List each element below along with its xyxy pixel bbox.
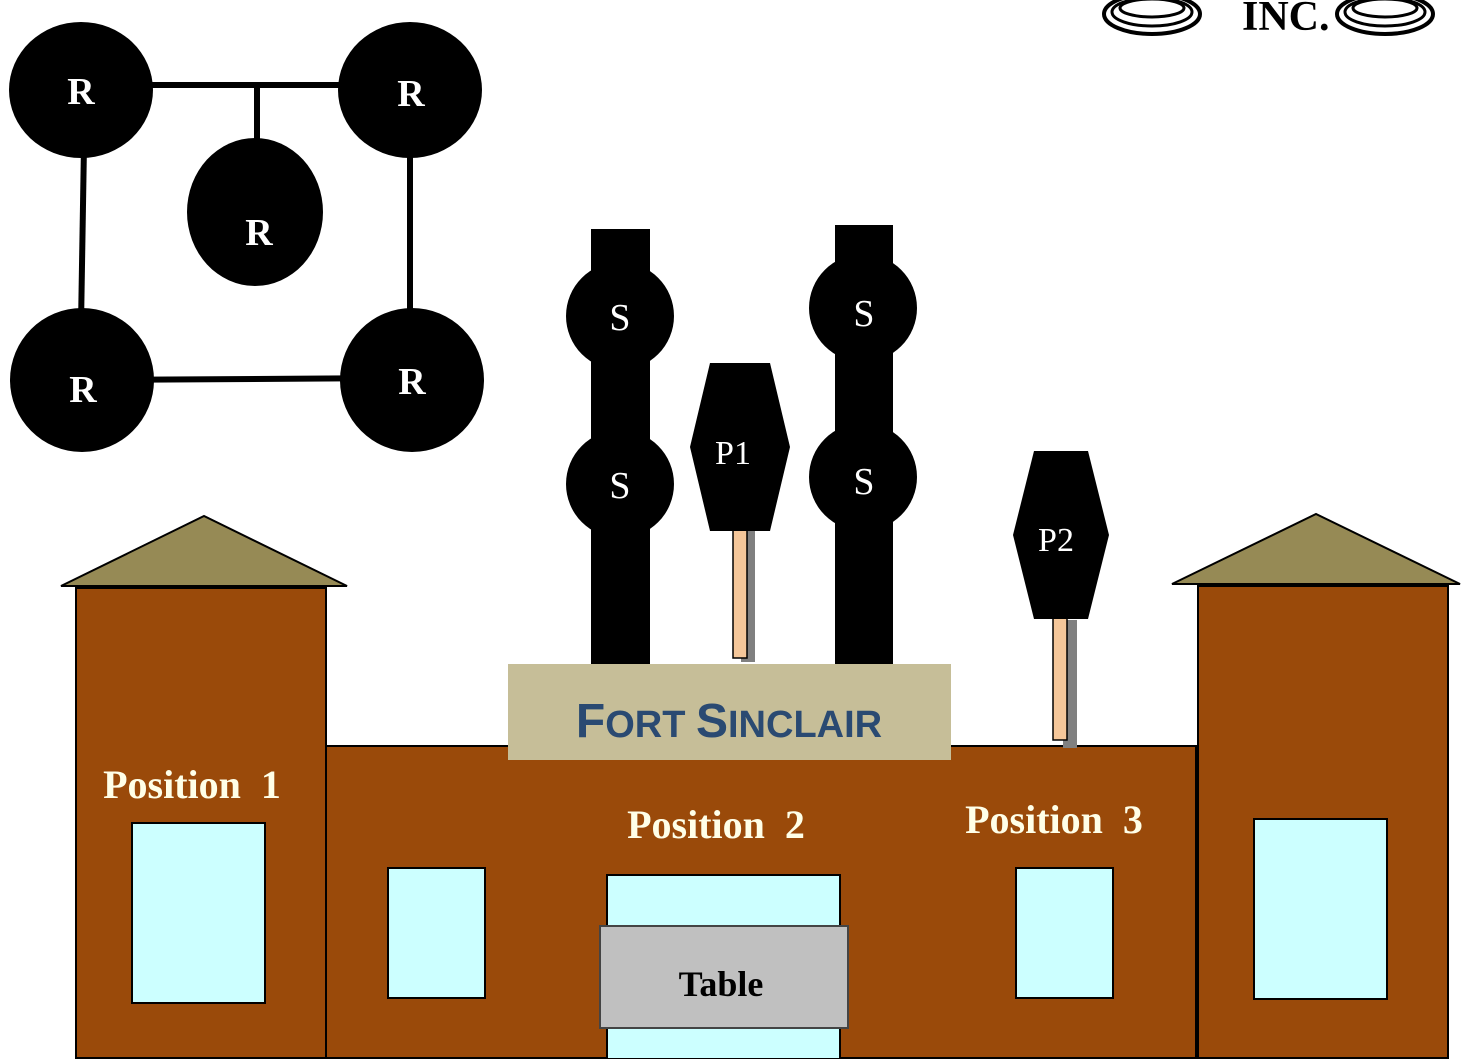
- r-node-bottom-left: [10, 308, 154, 452]
- position-1-label: Position 1: [103, 762, 281, 807]
- p2-post: P2: [1013, 451, 1109, 748]
- r-node-top-right: [338, 22, 482, 158]
- window: [131, 822, 266, 1004]
- pole: [1052, 614, 1068, 741]
- table: Table: [599, 925, 849, 1029]
- window: [1015, 867, 1114, 999]
- r-node-label: R: [397, 73, 425, 115]
- right-tower-roof: [1171, 512, 1461, 585]
- window: [387, 867, 486, 999]
- position-3-label: Position 3: [965, 797, 1143, 842]
- r-node-label: R: [67, 71, 95, 113]
- r-node-label: R: [69, 369, 97, 411]
- r-node-center: [187, 138, 323, 286]
- right-tower: [1171, 512, 1461, 1059]
- s-node-label: S: [609, 465, 630, 507]
- s-node: [809, 254, 917, 362]
- s-node: [809, 423, 917, 531]
- s-stack-left: S S: [566, 229, 674, 666]
- p1-label: P1: [715, 435, 751, 472]
- r-node-bottom-right: [340, 308, 484, 452]
- fort-sinclair-sign: FORT SINCLAIR: [508, 664, 951, 760]
- table-label: Table: [679, 964, 764, 1004]
- s-stack-right: S S: [809, 225, 917, 666]
- left-tower-roof: [60, 514, 348, 587]
- logo-text: INC.: [1242, 0, 1330, 40]
- s-node-label: S: [853, 293, 874, 335]
- p2-sign: [1013, 451, 1109, 619]
- r-node-label: R: [398, 361, 426, 403]
- pole: [732, 523, 748, 659]
- sign-text: FORT SINCLAIR: [576, 695, 882, 748]
- company-logo: INC.: [1102, 0, 1435, 40]
- p1-sign: [690, 363, 790, 531]
- r-node-label: R: [245, 212, 273, 254]
- s-node: [566, 430, 674, 538]
- table-box: [599, 925, 849, 1029]
- r-node-top-left: [9, 22, 153, 158]
- s-node: [566, 262, 674, 370]
- p1-post: P1: [690, 363, 790, 662]
- p2-label: P2: [1038, 522, 1074, 559]
- window: [1253, 818, 1388, 1000]
- s-node-label: S: [609, 297, 630, 339]
- r-network: R R R R R: [9, 22, 484, 452]
- position-2-label: Position 2: [627, 802, 805, 847]
- s-node-label: S: [853, 461, 874, 503]
- sign-board: [508, 664, 951, 760]
